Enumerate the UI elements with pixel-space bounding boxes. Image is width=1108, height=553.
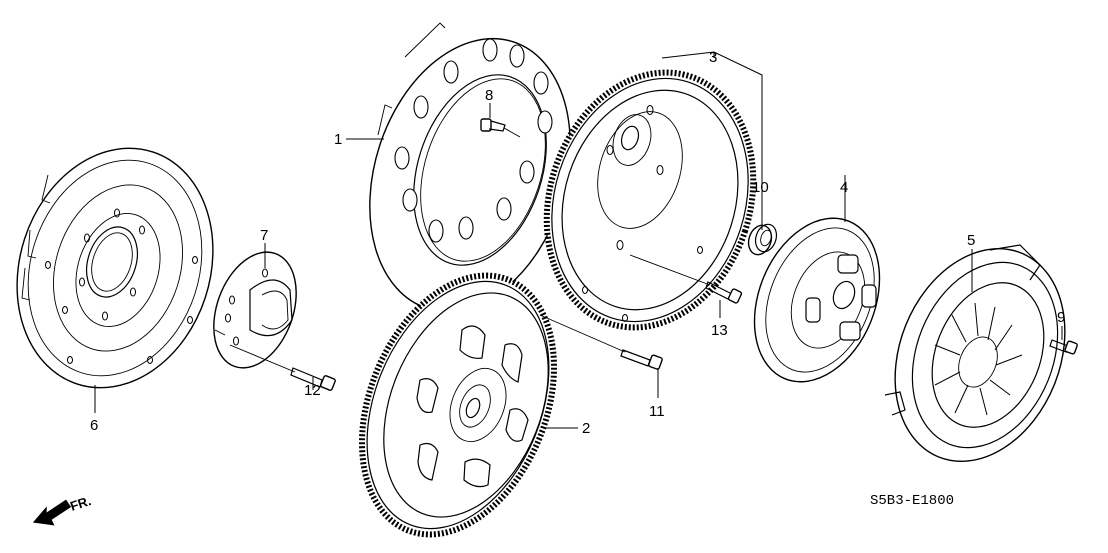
part-4-clutch-disc[interactable] [731,199,902,400]
part-5-pressure-plate[interactable] [865,223,1096,487]
part-8-bolt[interactable] [480,118,521,138]
part-11-bolt[interactable] [539,314,663,370]
part-7-back-plate[interactable] [199,241,311,380]
callout-13[interactable]: 13 [711,322,728,339]
part-3-flywheel[interactable] [515,45,786,354]
callout-6[interactable]: 6 [90,417,98,434]
part-6-cover-plate[interactable] [0,123,243,414]
part-9-bolt[interactable] [1049,339,1078,355]
callout-7[interactable]: 7 [260,227,268,244]
leader-lines [94,51,1063,429]
part-10-pilot-bearing[interactable] [745,222,780,258]
diagram-code: S5B3-E1800 [870,493,954,509]
front-arrow-icon [32,499,72,526]
callout-4[interactable]: 4 [840,179,848,196]
callout-labels: 1 2 3 4 5 6 7 8 9 10 11 12 13 [90,49,1065,437]
callout-3[interactable]: 3 [709,49,717,66]
front-direction-indicator: FR. [32,493,93,526]
part-2-ring-gear-plate[interactable] [326,247,590,553]
callout-2[interactable]: 2 [582,420,590,437]
callout-12[interactable]: 12 [304,382,321,399]
callout-10[interactable]: 10 [752,179,769,196]
part-13-bolt[interactable] [629,254,743,304]
callout-5[interactable]: 5 [967,232,975,249]
callout-11[interactable]: 11 [649,403,665,420]
callout-1[interactable]: 1 [334,131,342,148]
front-label: FR. [68,493,93,514]
callout-8[interactable]: 8 [485,87,493,104]
part-12-bolt[interactable] [214,329,336,391]
callout-9[interactable]: 9 [1057,309,1065,326]
